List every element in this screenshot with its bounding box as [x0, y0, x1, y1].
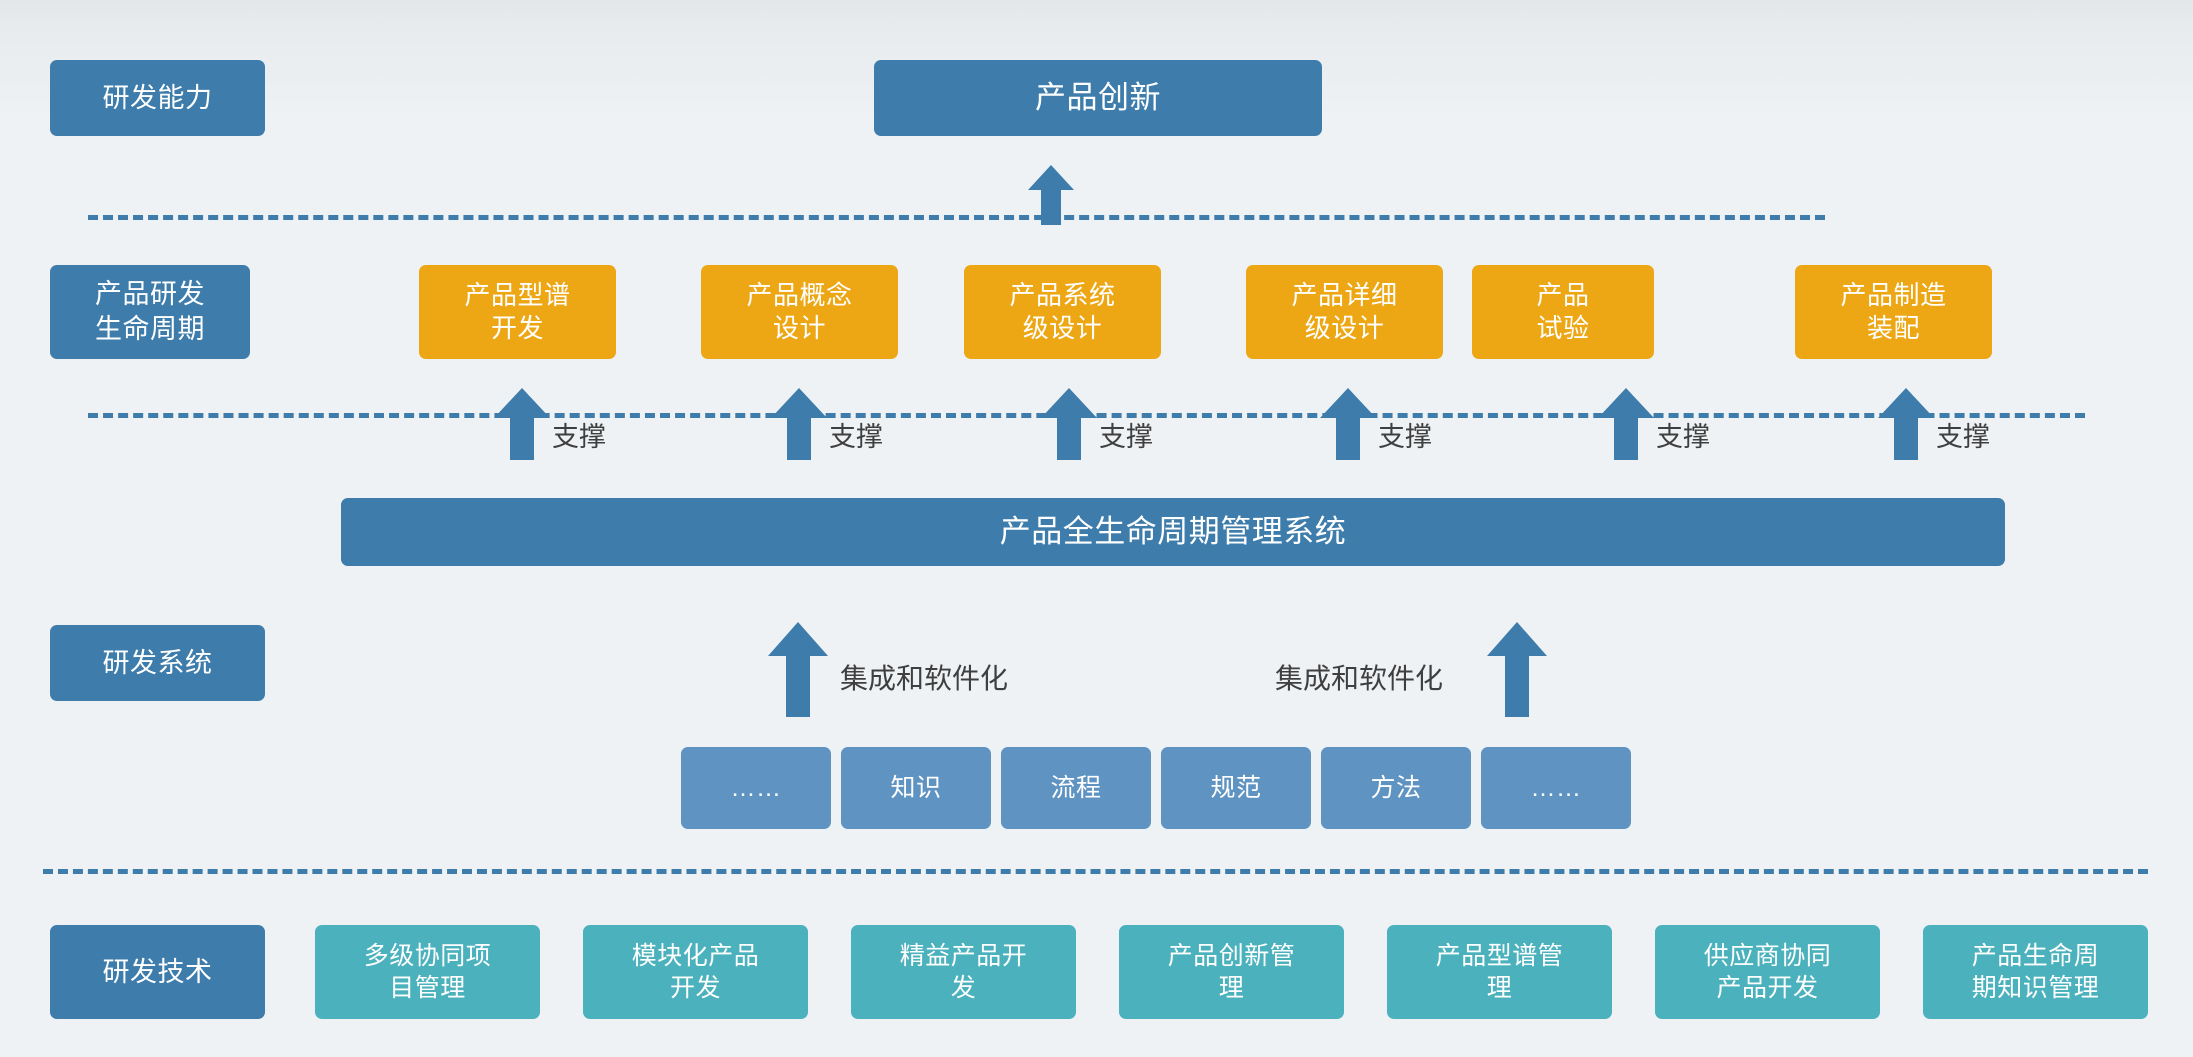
integration-arrow-right [1487, 622, 1547, 717]
technology-box-2: 模块化产品 开发 [583, 925, 808, 1019]
lifecycle-stage-4: 产品详细 级设计 [1246, 265, 1443, 359]
support-label-1: 支撑 [552, 422, 606, 452]
integration-label-left: 集成和软件化 [840, 663, 1009, 694]
technology-box-4: 产品创新管 理 [1119, 925, 1344, 1019]
plm-system-bar: 产品全生命周期管理系统 [341, 498, 2005, 566]
row-label-capability: 研发能力 [50, 60, 265, 136]
support-arrow-3 [1041, 388, 1097, 460]
support-arrow-1 [494, 388, 550, 460]
integration-label-right: 集成和软件化 [1275, 663, 1444, 694]
row-label-lifecycle: 产品研发 生命周期 [50, 265, 250, 359]
knowledge-box-3: 流程 [1001, 747, 1151, 829]
support-arrow-2 [771, 388, 827, 460]
support-label-3: 支撑 [1099, 422, 1153, 452]
support-label-5: 支撑 [1656, 422, 1710, 452]
technology-box-7: 产品生命周 期知识管理 [1923, 925, 2148, 1019]
lifecycle-stage-1: 产品型谱 开发 [419, 265, 616, 359]
divider-capability-lifecycle [88, 215, 1825, 220]
technology-box-1: 多级协同项 目管理 [315, 925, 540, 1019]
knowledge-box-1: …… [681, 747, 831, 829]
product-innovation-banner: 产品创新 [874, 60, 1322, 136]
divider-system-technology [43, 869, 2148, 874]
support-arrow-6 [1878, 388, 1934, 460]
support-arrow-5 [1598, 388, 1654, 460]
support-label-2: 支撑 [829, 422, 883, 452]
knowledge-box-2: 知识 [841, 747, 991, 829]
technology-box-6: 供应商协同 产品开发 [1655, 925, 1880, 1019]
arrow-up-to-innovation [1028, 165, 1074, 225]
knowledge-box-4: 规范 [1161, 747, 1311, 829]
lifecycle-stage-6: 产品制造 装配 [1795, 265, 1992, 359]
technology-box-5: 产品型谱管 理 [1387, 925, 1612, 1019]
knowledge-box-6: …… [1481, 747, 1631, 829]
lifecycle-stage-5: 产品 试验 [1472, 265, 1654, 359]
knowledge-box-5: 方法 [1321, 747, 1471, 829]
lifecycle-stage-2: 产品概念 设计 [701, 265, 898, 359]
row-label-technology: 研发技术 [50, 925, 265, 1019]
row-label-system: 研发系统 [50, 625, 265, 701]
support-label-6: 支撑 [1936, 422, 1990, 452]
support-label-4: 支撑 [1378, 422, 1432, 452]
integration-arrow-left [768, 622, 828, 717]
lifecycle-stage-3: 产品系统 级设计 [964, 265, 1161, 359]
support-arrow-4 [1320, 388, 1376, 460]
technology-box-3: 精益产品开 发 [851, 925, 1076, 1019]
